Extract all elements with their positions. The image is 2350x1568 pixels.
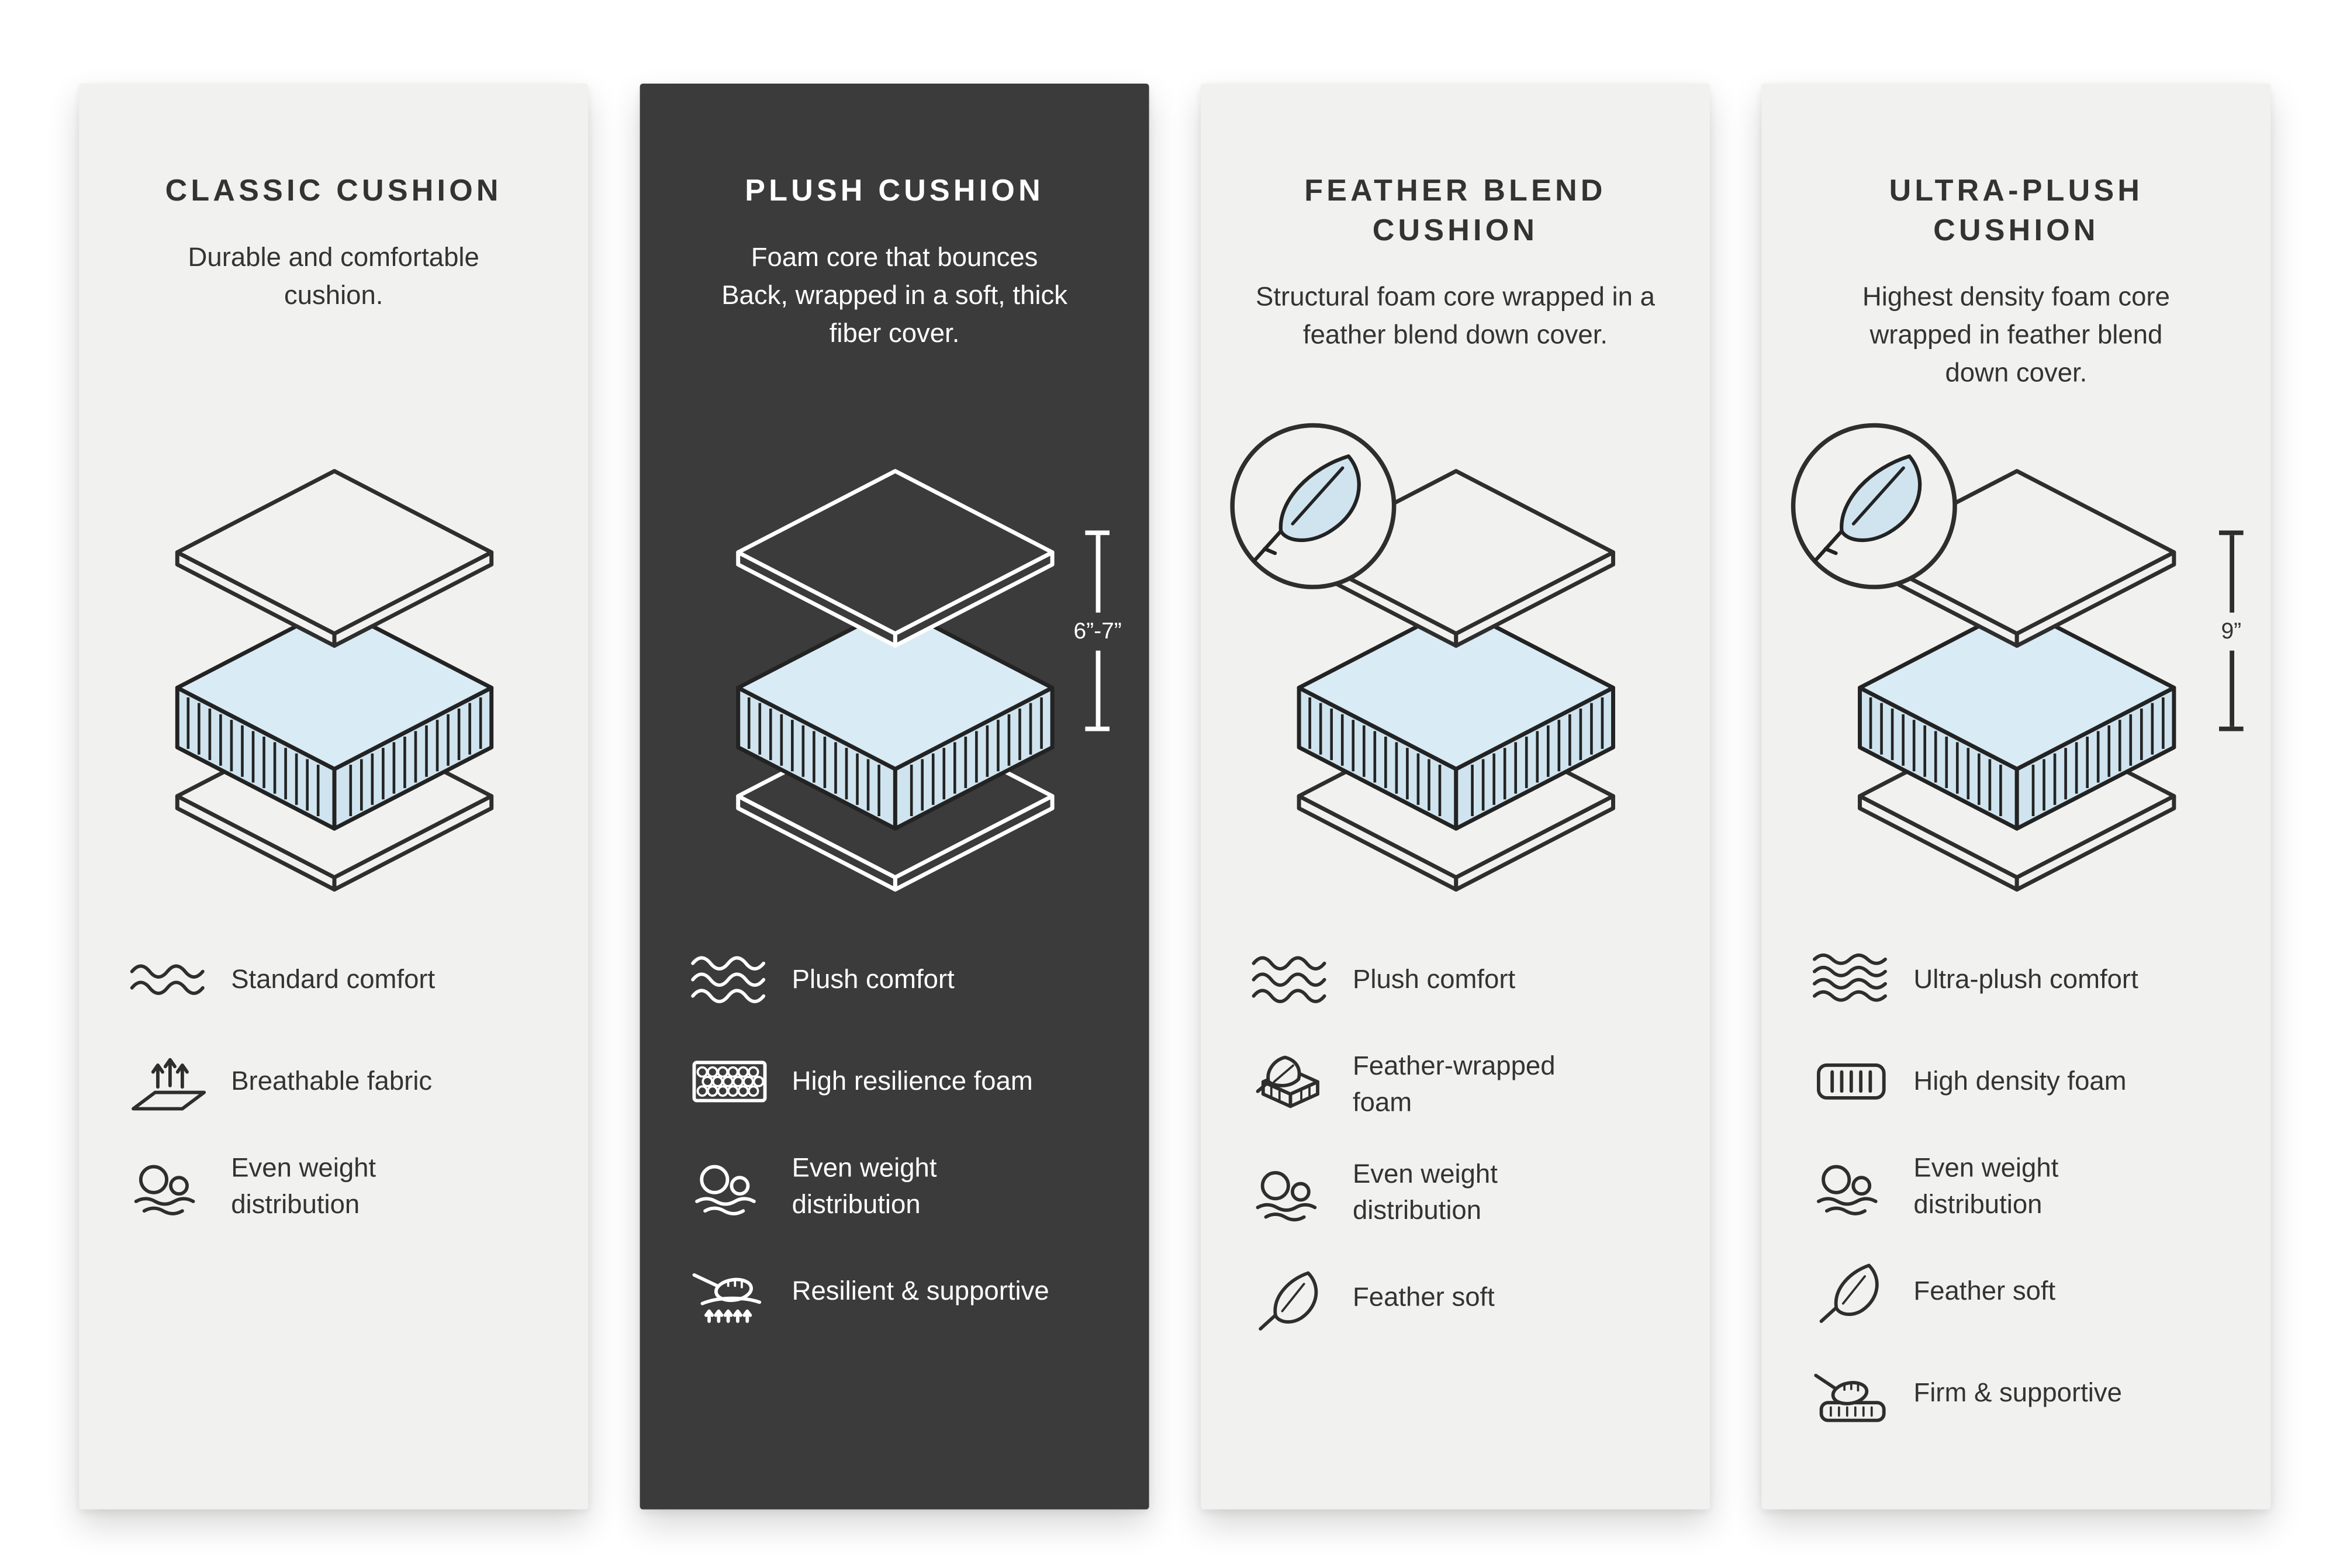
feature-row: Even weight distribution xyxy=(1807,1151,2225,1222)
cushion-diagram: 6”-7” xyxy=(686,458,1122,914)
feather-badge-icon xyxy=(1786,418,1962,595)
dimension-tick xyxy=(2218,530,2244,536)
feature-list: Plush comfort Feather-wrapped foam Even … xyxy=(1246,947,1664,1331)
feature-row: Standard comfort xyxy=(125,947,542,1013)
feature-label: High resilience foam xyxy=(792,1065,1033,1096)
feature-label: Feather soft xyxy=(1913,1275,2056,1306)
cushion-diagram xyxy=(1246,458,1664,914)
height-dimension: 9” xyxy=(2218,530,2244,731)
waves-icon xyxy=(1807,947,1895,1013)
feature-row: Even weight distribution xyxy=(1246,1157,1664,1229)
feature-row: High resilience foam xyxy=(686,1049,1104,1114)
dimension-tick xyxy=(2218,726,2244,731)
feature-label: High density foam xyxy=(1913,1065,2127,1096)
card-description: Structural foam core wrapped in a feathe… xyxy=(1256,281,1655,350)
feature-row: Breathable fabric xyxy=(125,1049,542,1114)
feature-row: Even weight distribution xyxy=(686,1151,1104,1222)
feature-row: Even weight distribution xyxy=(125,1151,542,1222)
dimension-line xyxy=(1095,650,1100,727)
waves-icon xyxy=(1246,947,1335,1013)
feature-list: Ultra-plush comfort High density foam Ev… xyxy=(1807,947,2225,1427)
firm-supportive-icon xyxy=(1807,1361,1895,1427)
waves-icon xyxy=(686,947,774,1013)
cushion-layers-illustration xyxy=(704,458,1084,904)
card-description: Highest density foam core wrapped in fea… xyxy=(1862,281,2170,388)
feature-row: Resilient & supportive xyxy=(686,1259,1104,1324)
feather-wrapped-foam-icon xyxy=(1246,1052,1335,1118)
card-title: PLUSH CUSHION xyxy=(745,175,1044,209)
weight-distribution-icon xyxy=(1807,1154,1895,1220)
feature-row: Plush comfort xyxy=(1246,947,1664,1013)
card-feather-blend-cushion: FEATHER BLEND CUSHION Structural foam co… xyxy=(1201,84,1710,1510)
weight-distribution-icon xyxy=(125,1154,213,1220)
waves-icon xyxy=(125,947,213,1013)
cards-row: CLASSIC CUSHION Durable and comfortable … xyxy=(79,84,2271,1510)
dimension-label: 6”-7” xyxy=(1073,617,1122,644)
cushion-diagram xyxy=(125,458,542,914)
feature-label: Even weight distribution xyxy=(792,1152,937,1219)
feature-label: Feather-wrapped foam xyxy=(1353,1050,1556,1117)
feature-row: Ultra-plush comfort xyxy=(1807,947,2225,1013)
feature-label: Even weight distribution xyxy=(231,1152,376,1219)
dimension-line xyxy=(1095,535,1100,612)
card-title: CLASSIC CUSHION xyxy=(165,175,502,209)
weight-distribution-icon xyxy=(1246,1161,1335,1226)
dimension-label: 9” xyxy=(2221,617,2242,644)
feature-row: Feather-wrapped foam xyxy=(1246,1049,1664,1121)
feature-label: Standard comfort xyxy=(231,963,436,994)
card-description: Durable and comfortable cushion. xyxy=(188,241,479,310)
card-ultra-plush-cushion: ULTRA-PLUSH CUSHION Highest density foam… xyxy=(1761,84,2271,1510)
feather-icon xyxy=(1807,1259,1895,1324)
card-title: ULTRA-PLUSH CUSHION xyxy=(1889,175,2144,248)
feature-label: Firm & supportive xyxy=(1913,1377,2122,1408)
feature-row: Firm & supportive xyxy=(1807,1361,2225,1427)
feature-row: Plush comfort xyxy=(686,947,1104,1013)
feature-label: Breathable fabric xyxy=(231,1065,433,1096)
cushion-layers-illustration xyxy=(144,458,524,904)
honeycomb-foam-icon xyxy=(686,1049,774,1114)
feature-row: Feather soft xyxy=(1807,1259,2225,1324)
feature-list: Plush comfort High resilience foam Even … xyxy=(686,947,1104,1324)
feature-label: Plush comfort xyxy=(1353,963,1516,994)
high-density-foam-icon xyxy=(1807,1049,1895,1114)
dimension-tick xyxy=(1085,726,1110,731)
card-header: CLASSIC CUSHION Durable and comfortable … xyxy=(125,172,542,458)
feature-label: Even weight distribution xyxy=(1353,1158,1498,1225)
weight-distribution-icon xyxy=(686,1154,774,1220)
dimension-line xyxy=(2228,650,2234,727)
feature-label: Even weight distribution xyxy=(1913,1152,2059,1219)
card-header: ULTRA-PLUSH CUSHION Highest density foam… xyxy=(1807,172,2225,458)
card-header: PLUSH CUSHION Foam core that bounces Bac… xyxy=(686,172,1104,458)
card-classic-cushion: CLASSIC CUSHION Durable and comfortable … xyxy=(79,84,589,1510)
dimension-tick xyxy=(1085,530,1110,536)
cushion-diagram: 9” xyxy=(1807,458,2244,914)
feature-list: Standard comfort Breathable fabric Even … xyxy=(125,947,542,1222)
feature-row: Feather soft xyxy=(1246,1266,1664,1331)
feature-label: Ultra-plush comfort xyxy=(1913,963,2138,994)
card-plush-cushion: PLUSH CUSHION Foam core that bounces Bac… xyxy=(640,84,1149,1510)
height-dimension: 6”-7” xyxy=(1073,530,1122,731)
feature-label: Plush comfort xyxy=(792,963,955,994)
card-header: FEATHER BLEND CUSHION Structural foam co… xyxy=(1246,172,1664,458)
feather-icon xyxy=(1246,1266,1335,1331)
feather-badge-icon xyxy=(1225,418,1402,595)
feature-row: High density foam xyxy=(1807,1049,2225,1114)
feature-label: Feather soft xyxy=(1353,1282,1495,1313)
resilient-supportive-icon xyxy=(686,1259,774,1324)
dimension-line xyxy=(2228,535,2234,612)
card-description: Foam core that bounces Back, wrapped in … xyxy=(721,241,1068,348)
card-title: FEATHER BLEND CUSHION xyxy=(1304,175,1606,248)
breathable-fabric-icon xyxy=(125,1049,213,1114)
feature-label: Resilient & supportive xyxy=(792,1275,1049,1306)
